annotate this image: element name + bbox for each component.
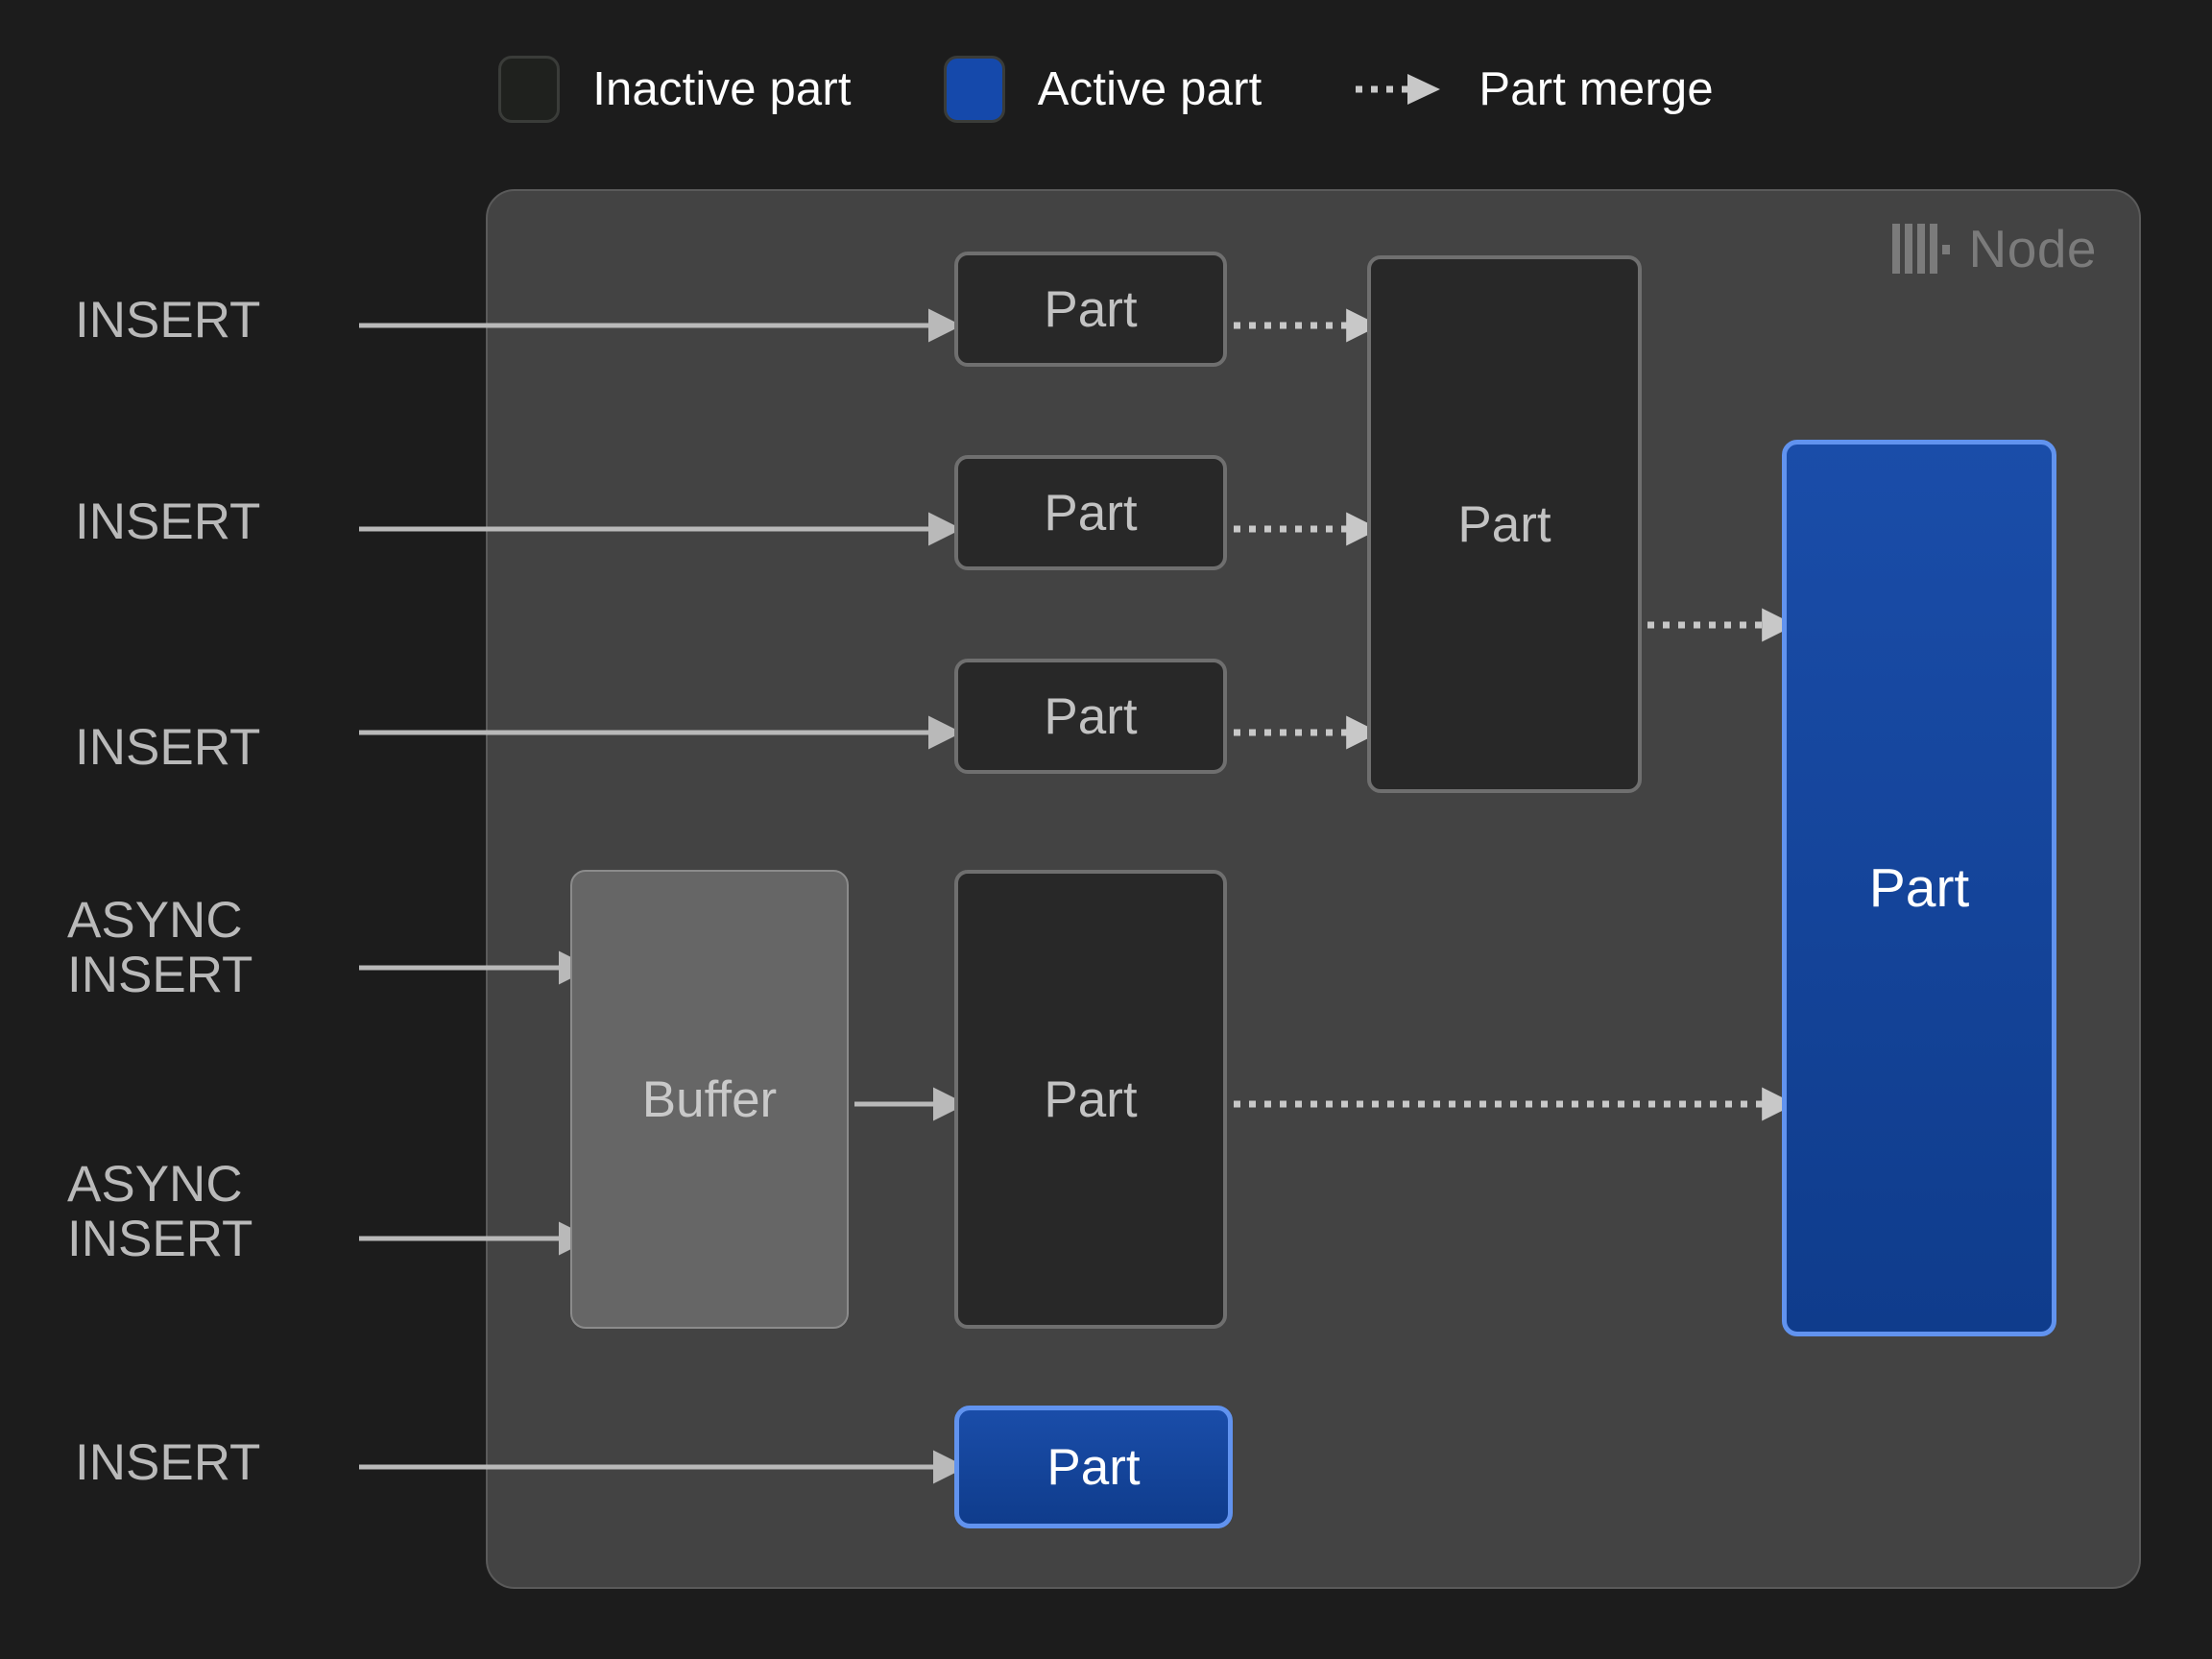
input-label-insert-2: INSERT	[75, 493, 261, 550]
active-part-box-bottom[interactable]: Part	[954, 1406, 1233, 1528]
input-label-async-insert-2: ASYNC INSERT	[67, 1156, 253, 1268]
merged-part-box[interactable]: Part	[1367, 255, 1642, 793]
legend-label-inactive-part: Inactive part	[592, 63, 852, 115]
legend: Inactive part Active part Part merge	[0, 46, 2212, 132]
legend-item-inactive-part: Inactive part	[498, 56, 852, 123]
dashed-arrow-icon	[1356, 74, 1441, 105]
buffer-box[interactable]: Buffer	[570, 870, 849, 1329]
legend-item-active-part: Active part	[943, 56, 1262, 123]
buffer-part-box[interactable]: Part	[954, 870, 1227, 1329]
part-box-3[interactable]: Part	[954, 659, 1227, 774]
legend-label-active-part: Active part	[1037, 63, 1262, 115]
input-label-insert-3: INSERT	[75, 719, 261, 776]
clickhouse-logo-icon	[1891, 224, 1950, 274]
part-box-1[interactable]: Part	[954, 252, 1227, 367]
input-label-insert-4: INSERT	[75, 1434, 261, 1491]
inactive-part-swatch-icon	[498, 56, 561, 123]
legend-item-part-merge: Part merge	[1354, 62, 1714, 116]
active-part-box-large[interactable]: Part	[1782, 440, 2056, 1336]
part-box-2[interactable]: Part	[954, 455, 1227, 570]
input-label-async-insert-1: ASYNC INSERT	[67, 892, 253, 1004]
node-label: Node	[1968, 219, 2097, 278]
input-label-insert-1: INSERT	[75, 292, 261, 349]
legend-label-part-merge: Part merge	[1479, 63, 1714, 115]
node-badge: Node	[1891, 218, 2097, 279]
active-part-swatch-icon	[943, 56, 1005, 123]
